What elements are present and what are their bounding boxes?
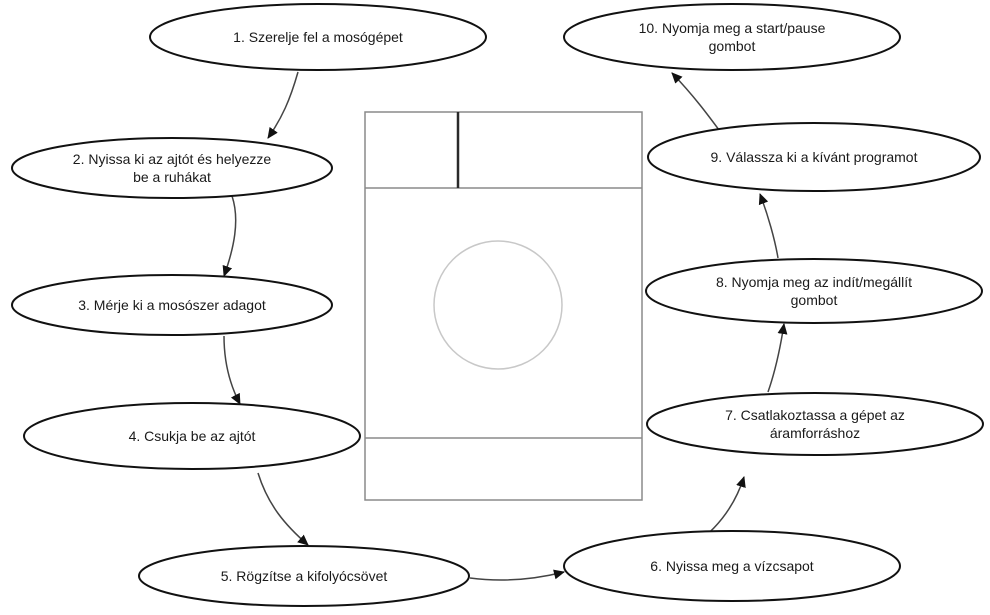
arrow-4-to-5 (257, 472, 309, 546)
step-10-label-line-2: gombot (709, 38, 756, 54)
step-2-label-line-1: 2. Nyissa ki az ajtót és helyezze (73, 151, 272, 167)
step-5-ellipse (138, 545, 470, 607)
step-5: 5. Rögzítse a kifolyócsövet (138, 545, 470, 607)
step-3: 3. Mérje ki a mosószer adagot (11, 274, 333, 336)
steps-layer: 1. Szerelje fel a mosógépet 2. Nyissa ki … (11, 3, 984, 607)
step-6-label-line-1: 6. Nyissa meg a vízcsapot (650, 558, 814, 574)
arrow-7-to-8 (767, 323, 788, 393)
step-4: 4. Csukja be az ajtót (23, 402, 361, 470)
step-6-ellipse (563, 530, 901, 602)
step-7-label-line-2: áramforráshoz (770, 425, 860, 441)
step-10-label-line-1: 10. Nyomja meg a start/pause (639, 20, 826, 36)
step-3-label-line-1: 3. Mérje ki a mosószer adagot (78, 297, 266, 313)
step-7: 7. Csatlakoztassa a gépet az áramforrásho… (646, 392, 984, 456)
step-8-label-line-2: gombot (791, 292, 838, 308)
arrow-9-to-10 (671, 72, 723, 135)
step-1-ellipse (149, 3, 487, 71)
step-7-label-line-1: 7. Csatlakoztassa a gépet az (725, 407, 905, 423)
arrow-5-to-6 (469, 569, 565, 581)
drum-door-icon (433, 240, 563, 370)
step-3-ellipse (11, 274, 333, 336)
step-2: 2. Nyissa ki az ajtót és helyezze be a ru… (11, 137, 333, 199)
arrow-3-to-4 (223, 335, 241, 405)
step-10-ellipse (563, 3, 901, 71)
step-8: 8. Nyomja meg az indít/megállít gombot (645, 258, 983, 324)
step-4-label-line-1: 4. Csukja be az ajtót (129, 428, 256, 444)
arrow-1-to-2 (267, 71, 299, 139)
step-9-label-line-1: 9. Válassza ki a kívánt programot (711, 149, 918, 165)
step-9: 9. Válassza ki a kívánt programot (647, 122, 981, 192)
arrow-2-to-3 (222, 195, 237, 277)
washing-machine-icon (364, 111, 643, 501)
arrow-8-to-9 (758, 193, 779, 259)
step-1-label-line-1: 1. Szerelje fel a mosógépet (233, 29, 403, 45)
step-2-ellipse (11, 137, 333, 199)
step-7-ellipse (646, 392, 984, 456)
step-9-ellipse (647, 122, 981, 192)
step-8-ellipse (645, 258, 983, 324)
step-5-label-line-1: 5. Rögzítse a kifolyócsövet (221, 568, 388, 584)
step-4-ellipse (23, 402, 361, 470)
step-1: 1. Szerelje fel a mosógépet (149, 3, 487, 71)
step-6: 6. Nyissa meg a vízcsapot (563, 530, 901, 602)
step-2-label-line-2: be a ruhákat (133, 169, 211, 185)
step-8-label-line-1: 8. Nyomja meg az indít/megállít (716, 274, 912, 290)
step-10: 10. Nyomja meg a start/pause gombot (563, 3, 901, 71)
